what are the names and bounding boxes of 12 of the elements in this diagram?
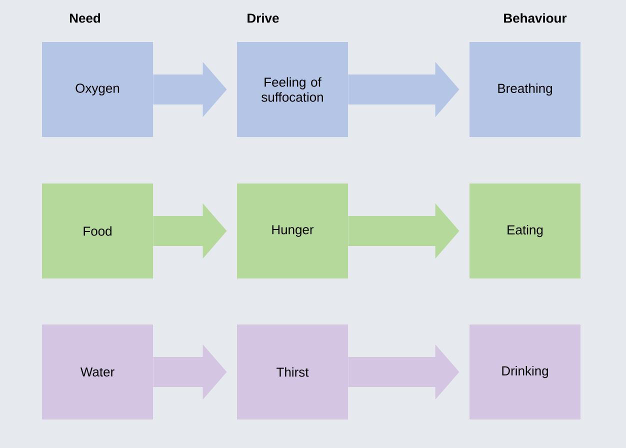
process-box: Food [42, 184, 153, 278]
process-box: Water [42, 324, 153, 420]
process-box: Drinking [470, 324, 580, 420]
process-box: Hunger [237, 184, 348, 278]
column-heading: Behaviour [504, 13, 567, 23]
process-box: Thirst [237, 324, 348, 420]
process-box: Breathing [470, 42, 580, 137]
process-box: Oxygen [42, 42, 153, 137]
column-heading: Need [70, 13, 100, 23]
column-heading: Drive [248, 13, 279, 23]
process-box: Eating [470, 184, 580, 278]
process-box: Feeling of suffocation [237, 42, 348, 137]
